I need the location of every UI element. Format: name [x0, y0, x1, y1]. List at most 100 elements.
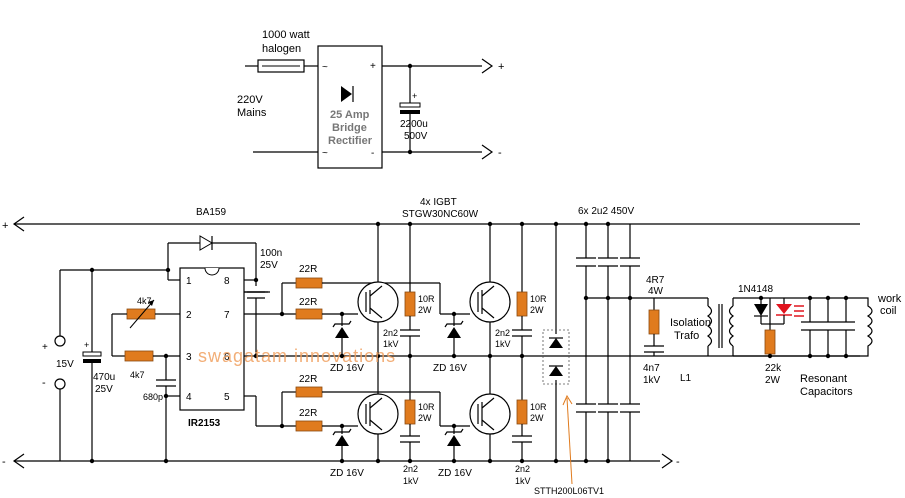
res-22r-2-label: 22R — [299, 297, 317, 308]
output-caps: 6x 2u2 450V — [576, 206, 654, 464]
zener-3-icon — [332, 426, 352, 461]
zener-1-icon — [332, 314, 352, 356]
res-10r-1-label-2: 2W — [418, 305, 432, 315]
bridge-tilde-top: ~ — [322, 62, 328, 73]
res-4r7-label-2: 4W — [648, 286, 664, 297]
supply-voltage: 15V — [56, 359, 74, 370]
snubber-group: 10R 2W 2n2 1kV 10R 2W 2n2 1kV 10R 2W 2n2… — [383, 224, 547, 486]
res-22r-3-label: 22R — [299, 374, 317, 385]
res-4k7-label: 4k7 — [130, 370, 145, 380]
res-22k-label-2: 2W — [765, 375, 781, 386]
igbt-label-2: STGW30NC60W — [402, 209, 479, 220]
res-10r-2-label-1: 10R — [530, 294, 547, 304]
cap-2n2-2-label-2: 1kV — [495, 339, 511, 349]
bridge-diode-icon — [341, 86, 354, 102]
res-22r-3 — [295, 386, 323, 398]
res-10r-3 — [404, 399, 416, 425]
zener-2-icon — [444, 314, 464, 356]
diode-ba159-label: BA159 — [196, 207, 226, 218]
cap-2n2-4-label-2: 1kV — [515, 476, 531, 486]
res-22k — [764, 329, 776, 355]
halogen-label-2: halogen — [262, 43, 301, 55]
halogen-label-1: 1000 watt — [262, 29, 310, 41]
res-10r-1-label-1: 10R — [418, 294, 435, 304]
cap-2200u-label-1: 2200u — [400, 119, 428, 130]
supply-section: 1000 watt halogen 220V Mains ~ ~ + - 25 … — [237, 29, 504, 169]
d1n4148-icon — [754, 298, 768, 324]
ic-ir2153 — [179, 267, 245, 411]
supply-terminal-plus — [54, 335, 66, 347]
cap-2n2-1-label-2: 1kV — [383, 339, 399, 349]
cap-4n7-label-2: 1kV — [643, 375, 661, 386]
zener-3-label: ZD 16V — [330, 468, 364, 479]
work-coil-label-1: work — [877, 293, 902, 305]
ic-pin-3: 3 — [186, 352, 192, 363]
zener-4-icon — [444, 426, 464, 461]
bridge-tilde-bottom: ~ — [322, 148, 328, 159]
res-10r-2-label-2: 2W — [530, 305, 544, 315]
trafo-label-2: Trafo — [674, 330, 699, 342]
ic-pin-7: 7 — [224, 310, 230, 321]
bridge-rectifier — [317, 45, 383, 169]
l1-label: L1 — [680, 373, 692, 384]
stth-diode-pair: STTH200L06TV1 — [534, 224, 604, 496]
res-4r7 — [648, 309, 660, 335]
zener-2-label: ZD 16V — [433, 363, 467, 374]
cap-680p-label: 680p — [143, 392, 163, 402]
igbt-q2 — [469, 224, 511, 356]
stth-label: STTH200L06TV1 — [534, 486, 604, 496]
mains-label-2: Mains — [237, 107, 267, 119]
resonant-label-2: Capacitors — [800, 386, 853, 398]
bridge-plus: + — [370, 61, 376, 72]
cap-2200u-label-2: 500V — [404, 131, 428, 142]
d1n4148-label: 1N4148 — [738, 284, 773, 295]
driver-section: + - 15V + 470u 25V 1 2 3 4 8 7 6 5 IR215… — [42, 207, 282, 461]
cap-470u-plus: + — [84, 340, 89, 350]
ic-pin-8: 8 — [224, 276, 230, 287]
bridge-minus: - — [371, 148, 374, 159]
res-22k-label-1: 22k — [765, 363, 782, 374]
ic-pin-2: 2 — [186, 310, 192, 321]
igbt-q4 — [469, 356, 511, 461]
igbt-q3 — [357, 356, 399, 461]
igbt-label-1: 4x IGBT — [420, 197, 457, 208]
res-10r-4-label-1: 10R — [530, 402, 547, 412]
res-10r-3-label-1: 10R — [418, 402, 435, 412]
led-icon — [770, 298, 804, 325]
res-22r-4 — [295, 420, 323, 432]
res-10r-3-label-2: 2W — [418, 413, 432, 423]
cap-4n7-label-1: 4n7 — [643, 363, 660, 374]
igbt-group: 4x IGBT STGW30NC60W — [357, 197, 511, 461]
zener-group: ZD 16V ZD 16V ZD 16V ZD 16V — [330, 314, 472, 479]
caps-label: 6x 2u2 450V — [578, 206, 634, 217]
ic-pin-4: 4 — [186, 392, 192, 403]
work-coil — [856, 297, 873, 357]
supply-terminal-minus — [54, 378, 66, 390]
res-4r7-label-1: 4R7 — [646, 275, 665, 286]
res-10r-2 — [516, 291, 528, 317]
cap-2200u-plus: + — [412, 91, 417, 101]
supply-minus-sign: - — [42, 377, 46, 389]
ic-pin-5: 5 — [224, 392, 230, 403]
supply-out-minus: - — [498, 147, 502, 159]
output-network: 4R7 4W 4n7 1kV Isolation Trafo L1 1N4148 — [643, 275, 902, 398]
rail-minus-label: - — [2, 456, 6, 468]
res-4k7 — [124, 350, 154, 362]
res-22r-4-label: 22R — [299, 408, 317, 419]
cap-2n2-1-label-1: 2n2 — [383, 328, 398, 338]
trafo-label-1: Isolation — [670, 317, 711, 329]
cap-2n2-2-label-1: 2n2 — [495, 328, 510, 338]
mains-label-1: 220V — [237, 94, 263, 106]
ic-pin-6: 6 — [224, 352, 230, 363]
cap-100n-label-2: 25V — [260, 260, 278, 271]
pot-4k7-label: 4k7 — [137, 296, 152, 306]
work-coil-label-2: coil — [880, 305, 897, 317]
bridge-label-1: 25 Amp — [330, 109, 370, 121]
igbt-q1 — [357, 224, 399, 356]
diode-ba159-icon — [199, 235, 213, 251]
supply-out-plus: + — [498, 61, 504, 73]
bridge-label-3: Rectifier — [328, 135, 373, 147]
zener-1-label: ZD 16V — [330, 363, 364, 374]
res-22r-1 — [295, 277, 323, 289]
